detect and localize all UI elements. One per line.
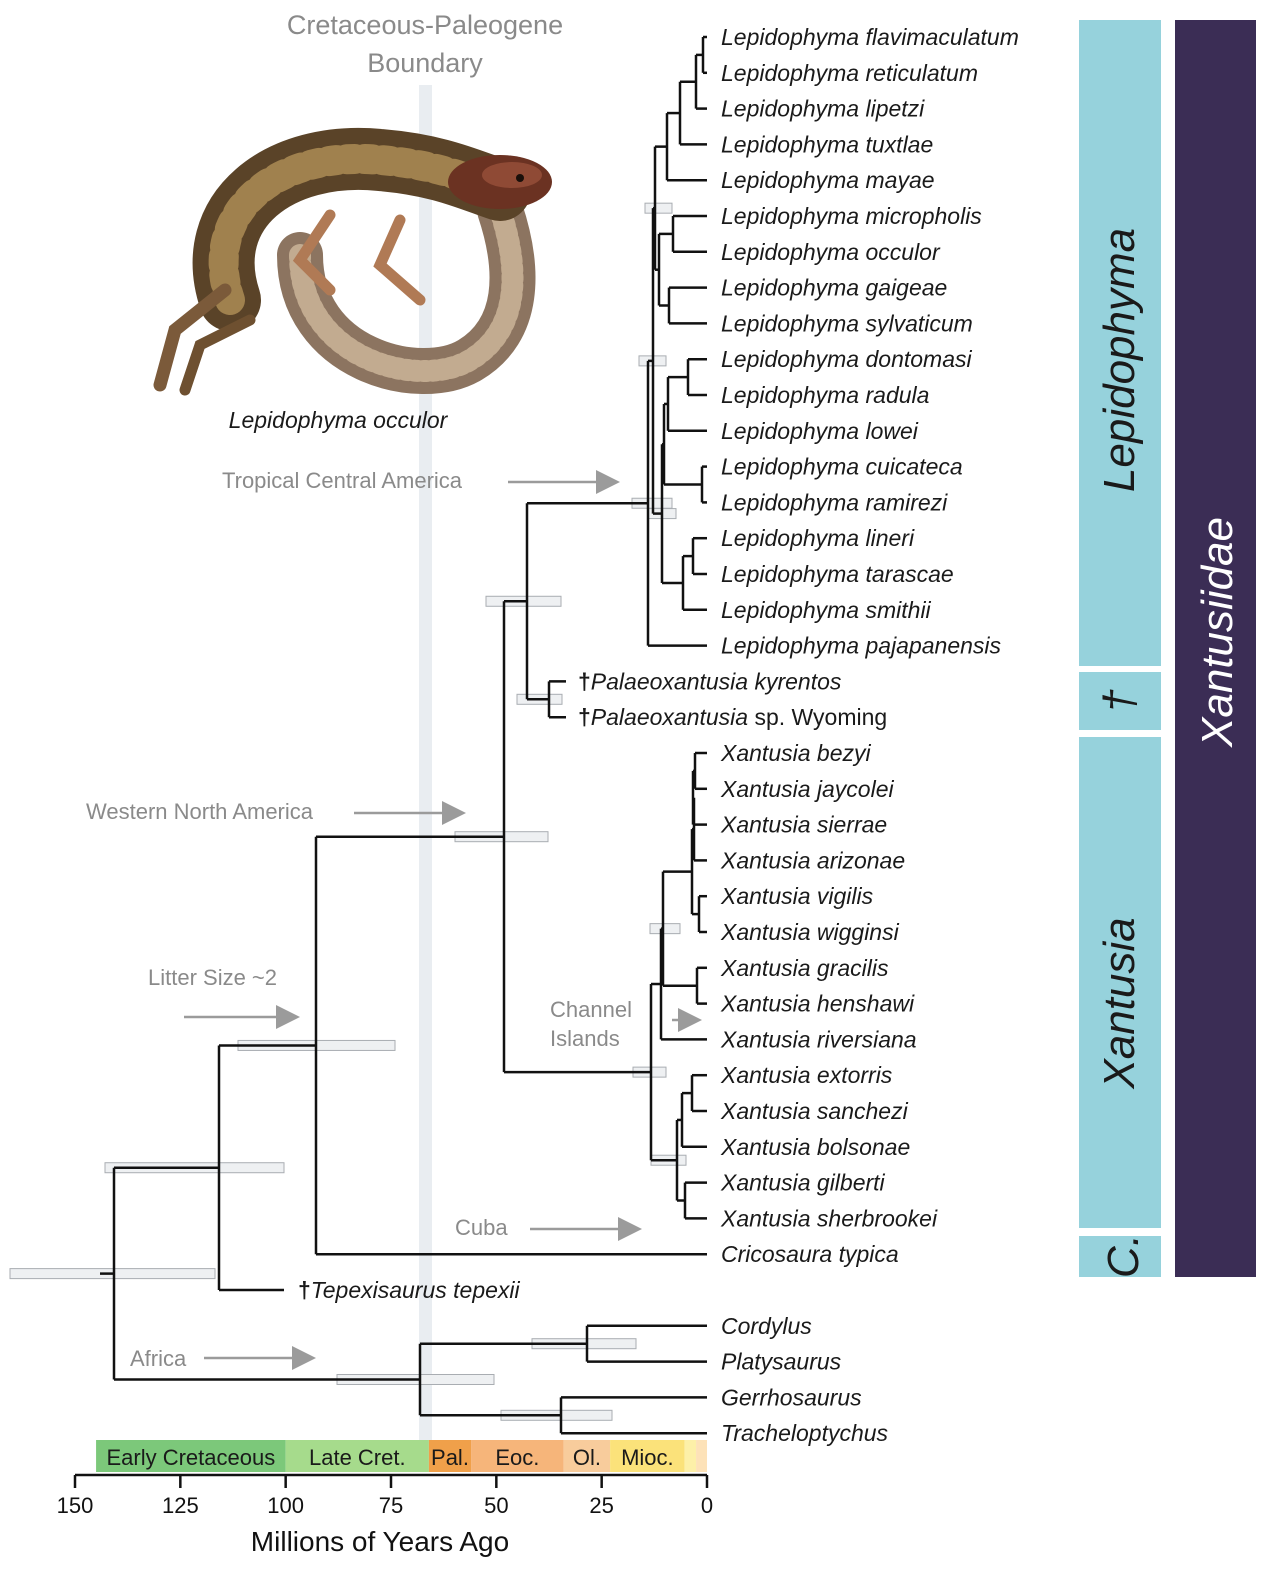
svg-text:Xantusia: Xantusia: [1095, 917, 1144, 1089]
taxon-label: Lepidophyma micropholis: [721, 203, 982, 229]
period-box: [471, 1440, 564, 1472]
taxon-label: Lepidophyma flavimaculatum: [721, 24, 1019, 50]
taxon-label: †Palaeoxantusia sp. Wyoming: [578, 704, 887, 730]
svg-text:Cuba: Cuba: [455, 1215, 508, 1240]
taxon-label: Lepidophyma lineri: [721, 525, 915, 551]
taxon-label: Cricosaura typica: [721, 1241, 899, 1267]
taxon-label: Lepidophyma radula: [721, 382, 929, 408]
callout-cuba: Cuba: [455, 1215, 642, 1241]
tree-branches: [100, 35, 707, 1435]
callout-litter-size: Litter Size ~2: [148, 965, 300, 1029]
geologic-timescale: Early Cretaceous Late Cret. Pal. Eoc. Ol. Mio…: [96, 1440, 707, 1472]
svg-text:C.: C.: [1099, 1234, 1148, 1278]
node-age-ci: [644, 202, 673, 214]
taxon-label: Xantusia vigilis: [720, 883, 874, 909]
taxon-label: Lepidophyma tuxtlae: [721, 131, 933, 157]
time-axis-title: Millions of Years Ago: [251, 1526, 509, 1557]
taxon-label: Lepidophyma dontomasi: [721, 346, 972, 372]
axis-tick-label: 75: [379, 1493, 403, 1518]
taxon-label: Lepidophyma lowei: [721, 418, 919, 444]
taxon-label: Xantusia sierrae: [720, 812, 887, 838]
family-bar-xantusiidae: Xantusiidae: [1175, 20, 1256, 1277]
period-label: Early Cretaceous: [106, 1445, 275, 1470]
period-box: [285, 1440, 429, 1472]
taxon-label: Xantusia bolsonae: [720, 1134, 910, 1160]
taxon-label: Xantusia jaycolei: [720, 776, 894, 802]
svg-text:†: †: [1095, 689, 1144, 713]
callout-channel-islands: Channel Islands: [550, 997, 702, 1051]
period-label: Ol.: [573, 1445, 601, 1470]
taxon-label: Lepidophyma tarascae: [721, 561, 954, 587]
period-box: [684, 1440, 697, 1472]
callout-western: Western North America: [86, 799, 466, 825]
axis-tick-label: 150: [57, 1493, 94, 1518]
taxon-label: Lepidophyma smithii: [721, 597, 932, 623]
taxon-label: Xantusia wigginsi: [720, 919, 900, 945]
period-label: Late Cret.: [309, 1445, 406, 1470]
svg-text:Islands: Islands: [550, 1026, 620, 1051]
taxon-label: Lepidophyma gaigeae: [721, 275, 947, 301]
callout-tropical: Tropical Central America: [222, 468, 620, 494]
period-box: [428, 1440, 472, 1472]
clade-bar-cricosaura: C.: [1079, 1234, 1161, 1278]
taxon-label: Xantusia gracilis: [720, 955, 889, 981]
svg-text:Tropical Central America: Tropical Central America: [222, 468, 463, 493]
period-box: [96, 1440, 286, 1472]
axis-tick-label: 0: [701, 1493, 713, 1518]
clade-bar-lepidophyma: Lepidophyma: [1079, 20, 1161, 666]
taxon-label: Xantusia arizonae: [720, 847, 905, 873]
taxon-label: Xantusia bezyi: [720, 740, 871, 766]
taxon-label: Xantusia sherbrookei: [720, 1205, 938, 1231]
taxon-label: Lepidophyma occulor: [721, 239, 941, 265]
taxon-label: †Palaeoxantusia kyrentos: [578, 668, 842, 694]
taxon-label: Xantusia extorris: [720, 1062, 893, 1088]
kpg-boundary-band: [419, 85, 432, 1440]
taxon-label: Lepidophyma sylvaticum: [721, 310, 973, 336]
period-label: Eoc.: [495, 1445, 539, 1470]
taxon-label: Lepidophyma ramirezi: [721, 489, 948, 515]
svg-text:Western North America: Western North America: [86, 799, 314, 824]
axis-tick-label: 25: [589, 1493, 613, 1518]
time-axis-ticks: 150 125 100 75 50 25 0: [57, 1475, 713, 1518]
period-box: [696, 1440, 707, 1472]
taxon-label: Gerrhosaurus: [721, 1384, 862, 1410]
period-box: [610, 1440, 685, 1472]
taxon-label: Tracheloptychus: [721, 1420, 889, 1446]
taxon-label: Lepidophyma reticulatum: [721, 60, 978, 86]
taxon-label: Lepidophyma mayae: [721, 167, 935, 193]
taxon-label: Lepidophyma pajapanensis: [721, 633, 1002, 659]
taxon-label: Lepidophyma cuicateca: [721, 454, 963, 480]
svg-text:Litter Size ~2: Litter Size ~2: [148, 965, 277, 990]
boundary-title-line2: Boundary: [367, 48, 483, 78]
taxon-label: Xantusia sanchezi: [720, 1098, 909, 1124]
photo-caption: Lepidophyma occulor: [229, 407, 449, 433]
callout-africa: Africa: [130, 1346, 316, 1371]
taxon-label: Xantusia gilberti: [720, 1170, 886, 1196]
axis-tick-label: 100: [267, 1493, 304, 1518]
clade-bar-xantusia: Xantusia: [1079, 737, 1161, 1228]
period-label: Pal.: [431, 1445, 469, 1470]
boundary-title-line1: Cretaceous-Paleogene: [287, 10, 563, 40]
node-age-ci: [649, 923, 681, 935]
taxon-label: Platysaurus: [721, 1349, 842, 1375]
svg-text:Channel: Channel: [550, 997, 632, 1022]
taxon-label: Cordylus: [721, 1313, 812, 1339]
svg-text:Africa: Africa: [130, 1346, 187, 1371]
taxon-label: Lepidophyma lipetzi: [721, 96, 925, 122]
period-label: Mioc.: [621, 1445, 674, 1470]
taxon-label: Xantusia riversiana: [720, 1026, 917, 1052]
svg-text:Lepidophyma: Lepidophyma: [1095, 228, 1144, 492]
taxon-label: †Tepexisaurus tepexii: [298, 1277, 521, 1303]
axis-tick-label: 50: [484, 1493, 508, 1518]
svg-text:Xantusiidae: Xantusiidae: [1193, 517, 1242, 748]
taxon-label: Xantusia henshawi: [720, 991, 915, 1017]
lizard-photo: [153, 127, 552, 396]
period-box: [563, 1440, 611, 1472]
clade-bar-extinct: †: [1079, 672, 1161, 730]
axis-tick-label: 125: [162, 1493, 199, 1518]
